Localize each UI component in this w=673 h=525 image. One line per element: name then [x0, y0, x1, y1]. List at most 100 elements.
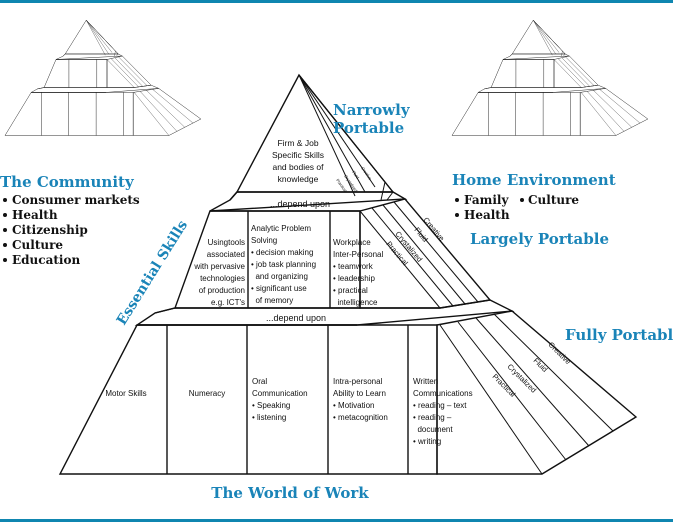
middle-cell-analytic: Analytic Problem Solving • decision maki…	[251, 224, 316, 305]
base-tier	[451, 92, 581, 136]
depend-upon-label: ...depend upon	[266, 313, 326, 323]
top-rule	[0, 0, 673, 3]
svg-text:• decision making: • decision making	[251, 248, 313, 257]
svg-text:of memory: of memory	[251, 296, 293, 305]
bullet	[3, 213, 7, 217]
bullet	[520, 198, 524, 202]
mini-pyramid-shapes	[451, 19, 649, 136]
svg-text:Oral: Oral	[252, 377, 267, 386]
home-section: Home Environment Family Culture Health	[452, 171, 616, 222]
base-tier	[4, 92, 134, 136]
base-cell-oral: Oral Communication • Speaking • listenin…	[252, 377, 308, 422]
svg-text:Usingtools: Usingtools	[208, 238, 245, 247]
svg-text:• reading – text: • reading – text	[413, 401, 467, 410]
community-item: Citizenship	[12, 223, 88, 237]
svg-text:• leadership: • leadership	[333, 274, 375, 283]
svg-text:Creative: Creative	[360, 166, 373, 182]
base-tier-side-face	[579, 88, 649, 136]
top-intelligence-labels: Creative Fluid Crystalized Practical	[335, 166, 373, 194]
world-of-work-title: The World of Work	[211, 484, 369, 502]
svg-text:• metacognition: • metacognition	[333, 413, 388, 422]
svg-text:Solving: Solving	[251, 236, 277, 245]
narrowly-portable-label: Portable	[333, 119, 404, 137]
svg-text:Ability to Learn: Ability to Learn	[333, 389, 386, 398]
base-cell-motor: Motor Skills	[105, 389, 146, 398]
middle-tier	[43, 59, 108, 88]
community-item: Education	[12, 253, 80, 267]
middle-tier	[490, 59, 555, 88]
depend-band-1	[502, 53, 571, 60]
narrowly-portable-label: Narrowly	[333, 101, 411, 119]
svg-text:• writing: • writing	[413, 437, 441, 446]
community-item: Culture	[12, 238, 63, 252]
depend-band-2	[134, 299, 515, 326]
home-item: Health	[464, 208, 510, 222]
home-item: Family	[464, 193, 509, 207]
svg-text:technologies: technologies	[200, 274, 245, 283]
intelligence-label: Fluid	[532, 356, 550, 374]
community-mini-pyramid	[4, 19, 202, 136]
top-tier-side-face	[533, 20, 566, 57]
svg-text:Communication: Communication	[252, 389, 308, 398]
svg-text:• reading –: • reading –	[413, 413, 452, 422]
base-tier-side-face	[132, 88, 202, 136]
middle-cell-interpersonal: Workplace Inter-Personal • teamwork • le…	[333, 238, 383, 307]
main-pyramid	[58, 73, 638, 475]
svg-text:and organizing: and organizing	[251, 272, 308, 281]
svg-text:• teamwork: • teamwork	[333, 262, 374, 271]
top-tier-line: and bodies of	[272, 162, 324, 172]
svg-text:e.g. ICT's: e.g. ICT's	[211, 298, 245, 307]
svg-text:intelligence: intelligence	[333, 298, 378, 307]
bullet	[455, 198, 459, 202]
base-tier	[58, 324, 438, 475]
top-tier-side-face	[86, 20, 119, 57]
base-cell-written: Written Communications • reading – text …	[413, 377, 473, 446]
bottom-rule	[0, 519, 673, 522]
svg-text:Written: Written	[413, 377, 438, 386]
mini-pyramid-shapes	[4, 19, 202, 136]
base-cell-numeracy: Numeracy	[189, 389, 225, 398]
largely-portable-label: Largely Portable	[470, 230, 609, 248]
base-cell-learning: Intra-personal Ability to Learn • Motiva…	[333, 377, 388, 422]
middle-cell-tools: Usingtools associated with pervasive tec…	[193, 238, 245, 307]
depend-band-2	[477, 84, 607, 93]
essential-skills-label: Essential Skills	[114, 218, 191, 329]
bullet	[3, 198, 7, 202]
svg-text:with pervasive: with pervasive	[193, 262, 245, 271]
top-tier-line: Firm & Job	[277, 138, 318, 148]
fully-portable-label: Fully Portable	[565, 326, 673, 344]
svg-text:of production: of production	[199, 286, 245, 295]
top-tier-triangle	[64, 19, 119, 55]
bullet	[3, 243, 7, 247]
svg-text:Analytic Problem: Analytic Problem	[251, 224, 311, 233]
community-item: Health	[12, 208, 58, 222]
top-tier-line: Specific Skills	[272, 150, 324, 160]
depend-upon-label: ...depend upon	[270, 199, 330, 209]
middle-tier-side-face	[553, 55, 599, 88]
svg-text:associated: associated	[207, 250, 245, 259]
middle-tier-side-face	[106, 55, 152, 88]
bullet	[455, 213, 459, 217]
base-tier-side-face	[436, 310, 638, 475]
depend-band-2	[30, 84, 160, 93]
home-mini-pyramid	[451, 19, 649, 136]
svg-text:Communications: Communications	[413, 389, 473, 398]
svg-text:• Speaking: • Speaking	[252, 401, 290, 410]
top-tier-text: Firm & Job Specific Skills and bodies of…	[272, 138, 324, 184]
svg-text:• listening: • listening	[252, 413, 286, 422]
depend-band-1	[55, 53, 124, 60]
top-tier-line: knowledge	[278, 174, 319, 184]
bullet	[3, 258, 7, 262]
svg-text:• significant use: • significant use	[251, 284, 307, 293]
top-tier-triangle	[511, 19, 566, 55]
bullet	[3, 228, 7, 232]
middle-intelligence-labels: Creative Fluid Crystalized Practical	[384, 216, 446, 268]
svg-text:Fluid: Fluid	[351, 170, 360, 180]
svg-text:document: document	[413, 425, 453, 434]
community-title: The Community	[0, 173, 135, 191]
svg-text:• practical: • practical	[333, 286, 368, 295]
svg-text:• Motivation: • Motivation	[333, 401, 374, 410]
svg-text:Workplace: Workplace	[333, 238, 371, 247]
svg-text:Inter-Personal: Inter-Personal	[333, 250, 383, 259]
